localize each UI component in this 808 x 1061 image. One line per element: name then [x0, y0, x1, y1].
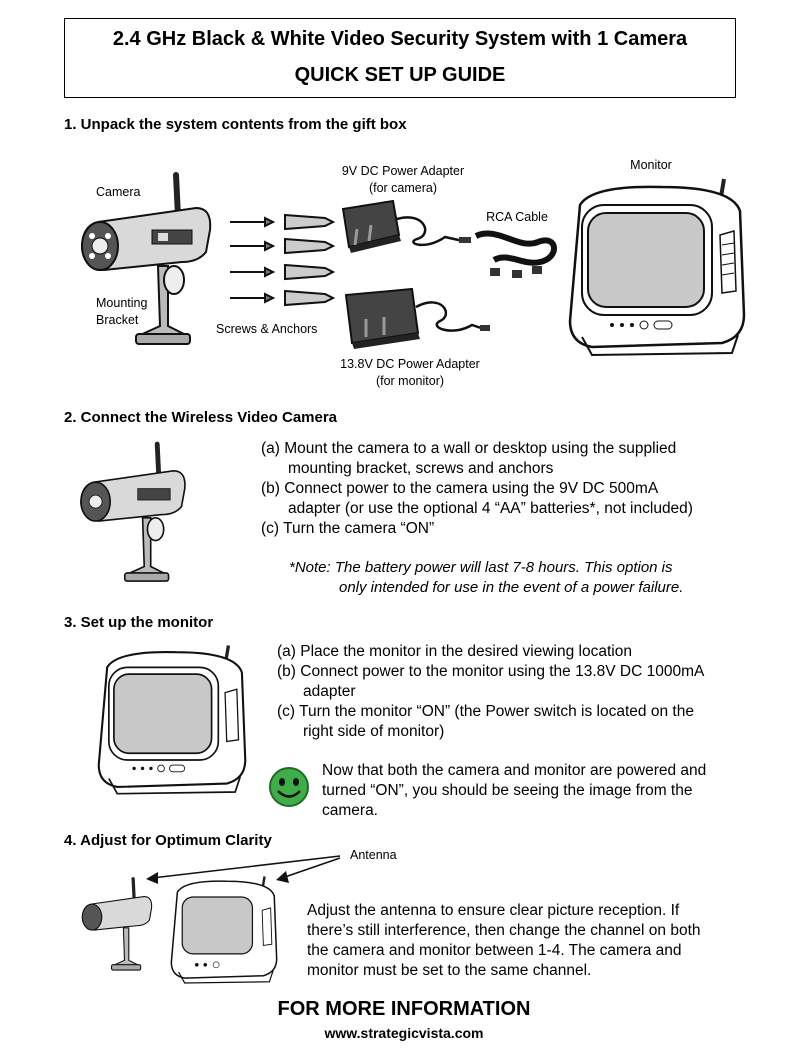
step2-line-c: (c) Turn the camera “ON” — [261, 520, 435, 537]
step3-heading: 3. Set up the monitor — [64, 614, 214, 631]
step2-note-line2: only intended for use in the event of a … — [339, 579, 684, 596]
document-title: 2.4 GHz Black & White Video Security Sys… — [112, 28, 688, 50]
camera-illustration-step2 — [80, 441, 186, 582]
mount-label-line2: Bracket — [96, 313, 139, 327]
smiley-line-1: Now that both the camera and monitor are… — [322, 762, 707, 779]
adapter9-label-line2: (for camera) — [368, 181, 438, 195]
step4-line-4: monitor must be set to the same channel. — [307, 962, 592, 979]
smiley-line-2: turned “ON”, you should be seeing the im… — [322, 782, 693, 799]
screws-label: Screws & Anchors — [216, 322, 318, 336]
rca-cable-illustration — [474, 230, 557, 278]
adapter13-label-line1: 13.8V DC Power Adapter — [340, 357, 480, 371]
footer-heading: FOR MORE INFORMATION — [277, 998, 531, 1020]
camera-label: Camera — [96, 185, 141, 199]
step3-line-a: (a) Place the monitor in the desired vie… — [277, 643, 632, 660]
step4-line-1: Adjust the antenna to ensure clear pictu… — [307, 902, 680, 919]
step3-line-c2: right side of monitor) — [303, 723, 445, 740]
step2-line-a2: mounting bracket, screws and anchors — [288, 460, 554, 477]
footer-website-link[interactable]: www.strategicvista.com — [324, 1025, 484, 1041]
adapter9-label-line1: 9V DC Power Adapter — [341, 164, 465, 178]
adapter-9v-illustration — [341, 199, 471, 253]
title-box — [64, 18, 736, 98]
step1-heading: 1. Unpack the system contents from the g… — [64, 116, 407, 133]
step2-line-b2: adapter (or use the optional 4 “AA” batt… — [288, 500, 693, 517]
smiley-icon — [269, 767, 309, 807]
smiley-line-3: camera. — [322, 802, 378, 819]
step2-note-line1: *Note: The battery power will last 7-8 h… — [289, 559, 673, 576]
rca-label: RCA Cable — [486, 210, 548, 224]
step3-line-b1: (b) Connect power to the monitor using t… — [277, 663, 705, 680]
monitor-illustration-step3 — [97, 645, 247, 795]
step4-heading: 4. Adjust for Optimum Clarity — [64, 832, 272, 849]
step4-line-3: the camera and monitor between 1-4. The … — [307, 942, 682, 959]
step3-line-b2: adapter — [303, 683, 356, 700]
screws-anchors-illustration — [230, 213, 336, 307]
step2-line-a1: (a) Mount the camera to a wall or deskto… — [261, 440, 677, 457]
document-subtitle: QUICK SET UP GUIDE — [294, 64, 506, 86]
mount-label-line1: Mounting — [96, 296, 148, 310]
step3-line-c1: (c) Turn the monitor “ON” (the Power swi… — [277, 703, 694, 720]
monitor-label: Monitor — [630, 158, 672, 172]
step2-heading: 2. Connect the Wireless Video Camera — [64, 409, 338, 426]
adapter13-label-line2: (for monitor) — [375, 374, 445, 388]
monitor-illustration — [568, 178, 746, 357]
camera-illustration-step4 — [81, 877, 153, 971]
step4-line-2: there’s still interference, then change … — [307, 922, 701, 939]
adapter-13v-illustration — [344, 287, 490, 349]
step2-line-b1: (b) Connect power to the camera using th… — [261, 480, 659, 497]
monitor-illustration-step4 — [170, 876, 278, 984]
camera-illustration — [80, 172, 212, 345]
antenna-label: Antenna — [350, 848, 397, 862]
